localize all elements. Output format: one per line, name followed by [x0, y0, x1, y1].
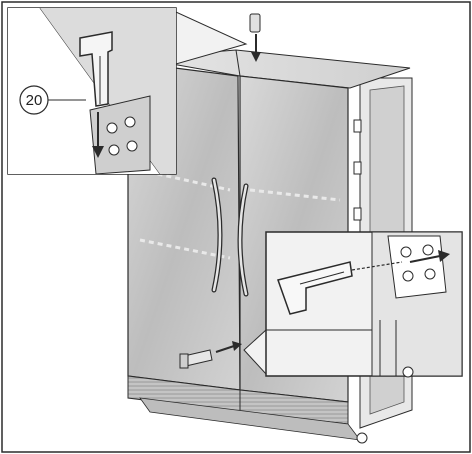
bottom-clip-icon [179, 349, 213, 369]
hinge-bracket-icon [353, 119, 362, 221]
detail-right-arrow-icon [438, 250, 450, 262]
appliance-feet [356, 366, 414, 444]
detail-down-arrow-icon [92, 146, 104, 158]
insert-arrow-icon [251, 34, 261, 62]
detail-callout-top: 20 [7, 7, 248, 175]
detail-clip-icon [79, 31, 113, 107]
bottom-arrow-icon [215, 341, 242, 353]
mounting-clip-icon [249, 13, 261, 33]
callout-number: 20 [26, 92, 43, 109]
detail-callout-bottom [243, 231, 463, 377]
